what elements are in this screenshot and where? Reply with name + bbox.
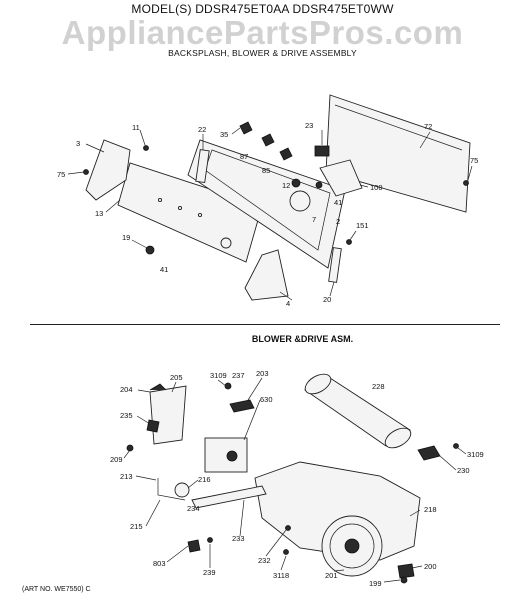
part-100: [319, 159, 363, 197]
callout: 151: [356, 221, 369, 230]
callout: 3109: [467, 450, 484, 459]
callout: 3118: [273, 571, 289, 580]
callout: 200: [424, 562, 437, 571]
callout: 203: [256, 369, 269, 378]
part-3109-right: [453, 443, 459, 449]
art-number: (ART NO. WE7550) C: [22, 586, 91, 593]
callout: 4: [286, 299, 290, 308]
part-3109-top: [224, 382, 232, 390]
part-233: [191, 485, 267, 509]
callout: 234: [187, 504, 200, 513]
screw-11: [143, 145, 149, 151]
part-20: [328, 247, 342, 283]
callout: 20: [323, 295, 331, 304]
callout: 233: [232, 534, 245, 543]
callouts-top: 3 11 75 13 22 35 87 85 23 72 75 12 100 4…: [57, 121, 478, 308]
part-12: [291, 178, 301, 188]
part-87: [261, 133, 275, 147]
section-divider: [30, 324, 500, 325]
end-cap-3: [85, 139, 131, 201]
callout: 41: [160, 265, 168, 274]
callout: 230: [457, 466, 470, 475]
callout: 215: [130, 522, 143, 531]
part-23: [314, 145, 330, 157]
part-41: [315, 181, 323, 189]
part-3118: [283, 549, 289, 555]
screw-75-right: [463, 180, 469, 186]
callout: 235: [120, 411, 133, 420]
callout: 228: [372, 382, 385, 391]
callout: 199: [369, 579, 382, 588]
part-239: [207, 537, 213, 543]
part-803: [187, 539, 201, 553]
callout: 630: [260, 395, 273, 404]
screw-151: [346, 239, 352, 245]
callout: 87: [240, 152, 248, 161]
knob-7: [289, 190, 311, 212]
leader-lines-top: [67, 127, 473, 301]
callout: 85: [262, 166, 270, 175]
idler-arm-213: [157, 478, 186, 501]
callout: 12: [282, 181, 290, 190]
end-cap-4: [244, 249, 289, 301]
part-200: [397, 563, 415, 579]
part-199: [400, 576, 408, 584]
callout: 2: [336, 217, 340, 226]
part-230: [417, 445, 441, 461]
bracket-205: [149, 385, 187, 445]
callouts-bottom: 3109 237 203 228 204 205 630 235 209 310…: [110, 369, 484, 588]
callout: 213: [120, 472, 133, 481]
callout: 35: [220, 130, 228, 139]
callout: 23: [305, 121, 313, 130]
callout: 19: [122, 233, 130, 242]
motor-630: [204, 437, 248, 473]
callout: 239: [203, 568, 216, 577]
model-line: MODEL(S) DDSR475ET0AA DDSR475ET0WW: [131, 2, 394, 16]
callout: 205: [170, 373, 183, 382]
callout: 11: [132, 123, 140, 132]
callout: 3109: [210, 371, 227, 380]
callout: 22: [198, 125, 206, 134]
screw-75-left: [83, 169, 89, 175]
part-35: [239, 121, 253, 135]
callout: 72: [424, 122, 432, 131]
callout: 209: [110, 455, 123, 464]
part-209: [126, 444, 134, 452]
callout: 7: [312, 215, 316, 224]
callout: 75: [57, 170, 65, 179]
duct-228: [304, 373, 412, 449]
callout: 3: [76, 139, 80, 148]
part-85: [279, 147, 293, 161]
part-203: [229, 399, 255, 413]
callout: 13: [95, 209, 103, 218]
diagram-subtitle: BACKSPLASH, BLOWER & DRIVE ASSEMBLY: [168, 48, 357, 58]
callout: 237: [232, 371, 245, 380]
callout: 218: [424, 505, 437, 514]
callout: 100: [370, 183, 383, 192]
part-22: [195, 149, 210, 184]
part-19: [145, 245, 155, 255]
part-235: [146, 419, 160, 433]
rear-panel-72: [325, 94, 471, 213]
callout: 803: [153, 559, 166, 568]
leader-lines-bottom: [123, 377, 467, 583]
part-232: [285, 525, 291, 531]
callout: 216: [198, 475, 211, 484]
callout: 41: [334, 198, 342, 207]
impeller-201: [321, 515, 383, 577]
watermark: AppliancePartsPros.com: [61, 14, 464, 51]
section-title-blower: BLOWER &DRIVE ASM.: [251, 334, 354, 344]
callout: 204: [120, 385, 133, 394]
part-204: [149, 383, 167, 391]
callout: 75: [470, 156, 478, 165]
callout: 232: [258, 556, 271, 565]
callout: 201: [325, 571, 338, 580]
